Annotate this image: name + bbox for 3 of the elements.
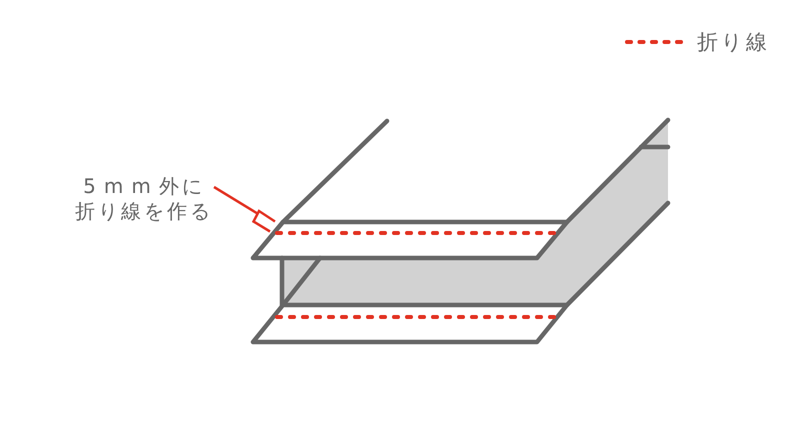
legend-label: 折り線 — [697, 29, 770, 55]
leader-line — [213, 186, 258, 215]
dimension-bracket — [252, 209, 276, 233]
